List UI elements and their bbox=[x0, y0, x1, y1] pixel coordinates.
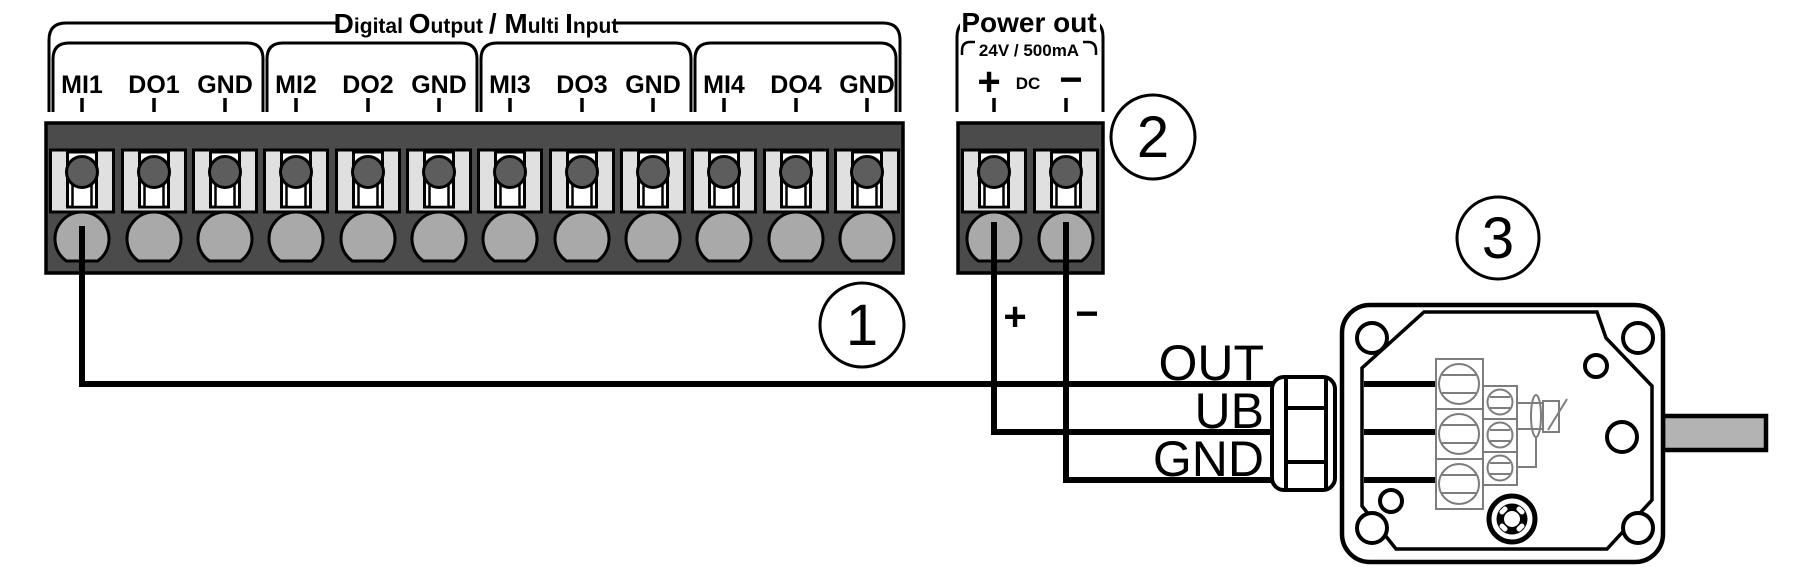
aux-hole bbox=[1583, 353, 1609, 379]
sensor-shaft bbox=[1660, 413, 1769, 453]
internal-wires bbox=[1364, 381, 1437, 483]
wire-out-label: OUT bbox=[1158, 335, 1264, 391]
callout-2-number: 2 bbox=[1137, 105, 1169, 170]
power-minus-label: − bbox=[1059, 58, 1082, 102]
din-connector-icon bbox=[1486, 493, 1538, 545]
wire-mi1-out bbox=[79, 226, 1274, 387]
terminal-label: MI3 bbox=[489, 71, 531, 99]
corner-screw-icon bbox=[1621, 511, 1655, 545]
aux-hole bbox=[1378, 488, 1404, 514]
power-plus-label: + bbox=[977, 60, 1000, 104]
terminal-mi4 bbox=[691, 148, 757, 263]
terminal-label: MI4 bbox=[703, 71, 745, 99]
terminal-label: GND bbox=[625, 71, 681, 99]
wires bbox=[79, 222, 1274, 483]
power-terminal-block bbox=[956, 121, 1105, 275]
wire-minus-label: − bbox=[1075, 292, 1098, 336]
terminal-labels: MI1 DO1 GND MI2 DO2 GND MI3 DO3 GND MI4 … bbox=[61, 71, 895, 112]
power-title-backdrop bbox=[960, 4, 1100, 36]
terminal-gnd1 bbox=[192, 148, 258, 263]
wire-minus-gnd bbox=[1063, 222, 1274, 483]
terminal-label: MI1 bbox=[61, 71, 103, 99]
terminal-label: DO4 bbox=[770, 71, 822, 99]
terminal-label: MI2 bbox=[275, 71, 317, 99]
main-terminal-block bbox=[44, 121, 905, 275]
aux-hole bbox=[1605, 420, 1639, 454]
terminal-label: GND bbox=[839, 71, 895, 99]
callout-3: 3 bbox=[1455, 195, 1541, 281]
corner-screw-icon bbox=[1355, 321, 1389, 355]
corner-screw-icon bbox=[1621, 321, 1655, 355]
terminal-gnd3 bbox=[620, 148, 686, 263]
rating-bracket-left bbox=[960, 40, 975, 55]
callout-1: 1 bbox=[818, 281, 906, 369]
terminal-gnd2 bbox=[406, 148, 472, 263]
group-bracket-1 bbox=[51, 41, 265, 112]
corner-screw-icon bbox=[1355, 511, 1389, 545]
internal-connector bbox=[1517, 394, 1568, 468]
wire-labels: + − OUT UB GND bbox=[1003, 292, 1264, 487]
bracket-title: Digital Output / Multi Input bbox=[334, 8, 619, 39]
callout-2: 2 bbox=[1109, 93, 1197, 181]
digital-io-bracket: Digital Output / Multi Input bbox=[47, 4, 902, 112]
terminal-label: DO3 bbox=[556, 71, 607, 99]
cable-gland bbox=[1270, 375, 1337, 492]
terminal-mi3 bbox=[477, 148, 543, 263]
terminal-label: GND bbox=[411, 71, 467, 99]
terminal-do2 bbox=[335, 148, 401, 263]
wire-plus-ub bbox=[991, 222, 1274, 435]
wire-gnd-label: GND bbox=[1153, 431, 1264, 487]
terminal-ticks bbox=[80, 98, 869, 112]
group-bracket-2 bbox=[265, 41, 479, 112]
power-out-title: Power out bbox=[961, 7, 1096, 38]
rating-bracket-right bbox=[1083, 40, 1098, 55]
terminal-label: GND bbox=[197, 71, 253, 99]
wire-ub-label: UB bbox=[1195, 383, 1264, 439]
power-dc-label: DC bbox=[1016, 74, 1041, 93]
group-bracket-3 bbox=[479, 41, 693, 112]
title-backdrop bbox=[336, 4, 616, 38]
internal-small-terminals bbox=[1482, 385, 1518, 486]
terminal-mi2 bbox=[263, 148, 329, 263]
terminal-label: DO2 bbox=[342, 71, 393, 99]
internal-terminal-block bbox=[1435, 358, 1484, 510]
callout-1-number: 1 bbox=[846, 293, 878, 358]
sensor-device bbox=[1339, 302, 1769, 565]
wire-plus-label: + bbox=[1003, 295, 1026, 339]
power-rating: 24V / 500mA bbox=[979, 41, 1079, 60]
callout-3-number: 3 bbox=[1482, 206, 1514, 271]
terminal-do3 bbox=[549, 148, 615, 263]
power-out-bracket: Power out 24V / 500mA + DC − bbox=[955, 4, 1105, 112]
group-bracket-4 bbox=[693, 41, 898, 112]
terminal-gnd4 bbox=[834, 148, 900, 263]
terminal-do1 bbox=[121, 148, 187, 263]
terminal-do4 bbox=[763, 148, 829, 263]
terminal-label: DO1 bbox=[128, 71, 180, 99]
